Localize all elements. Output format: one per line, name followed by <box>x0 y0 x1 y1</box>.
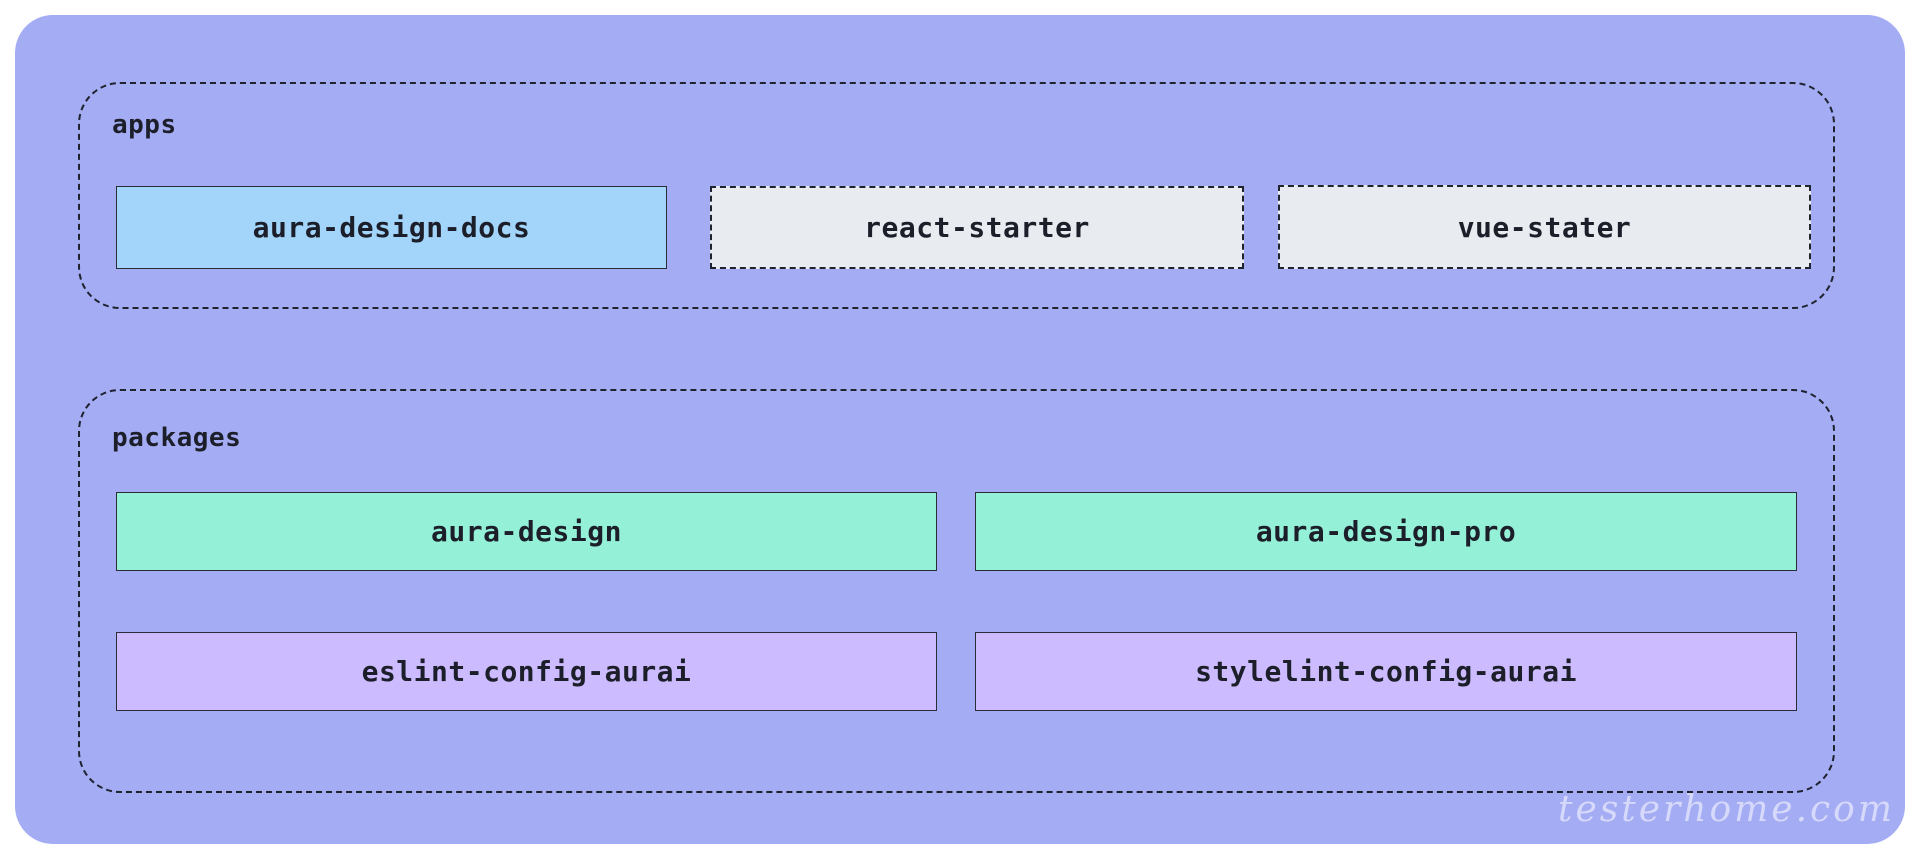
node-label: stylelint-config-aurai <box>1195 655 1577 688</box>
apps-group-label: apps <box>112 110 177 140</box>
node-aura-design: aura-design <box>116 492 937 571</box>
node-react-starter: react-starter <box>710 186 1244 269</box>
node-label: aura-design-pro <box>1255 515 1517 548</box>
node-label: aura-design-docs <box>252 211 531 244</box>
packages-group-label: packages <box>112 423 242 453</box>
node-vue-stater: vue-stater <box>1278 185 1811 269</box>
node-label: aura-design <box>431 515 622 548</box>
diagram-canvas: apps aura-design-docs react-starter vue-… <box>15 15 1905 844</box>
node-aura-design-docs: aura-design-docs <box>116 186 667 269</box>
node-label: vue-stater <box>1457 210 1632 244</box>
node-stylelint-config-aurai: stylelint-config-aurai <box>975 632 1797 711</box>
watermark: testerhome.com <box>1558 789 1895 830</box>
node-label: react-starter <box>864 211 1090 244</box>
node-eslint-config-aurai: eslint-config-aurai <box>116 632 937 711</box>
apps-group: apps aura-design-docs react-starter vue-… <box>78 82 1835 309</box>
packages-group: packages aura-design aura-design-pro esl… <box>78 389 1835 793</box>
node-label: eslint-config-aurai <box>361 655 692 688</box>
node-aura-design-pro: aura-design-pro <box>975 492 1797 571</box>
